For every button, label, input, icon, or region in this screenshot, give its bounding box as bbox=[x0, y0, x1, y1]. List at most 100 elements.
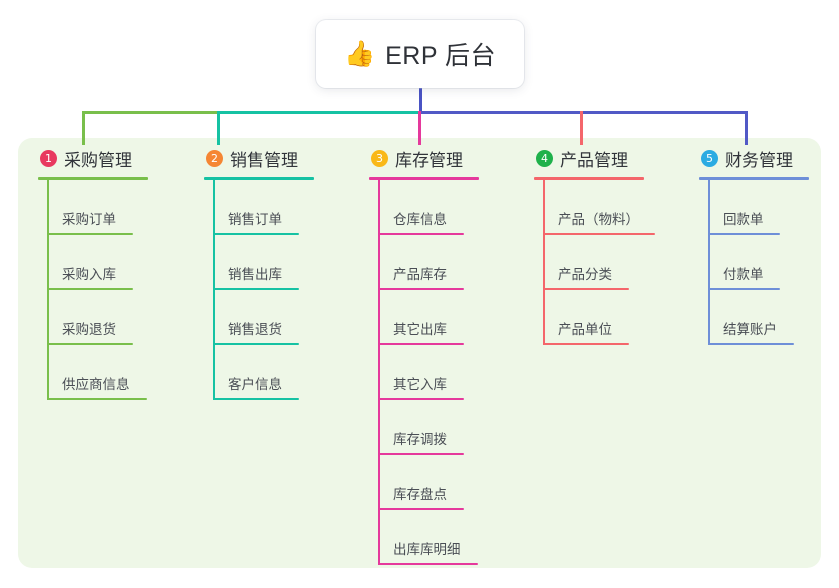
item-rule bbox=[47, 343, 133, 345]
list-item[interactable]: 销售订单 bbox=[204, 180, 314, 235]
thumbs-up-icon: 👍 bbox=[343, 39, 376, 68]
item-rule bbox=[47, 288, 133, 290]
item-stem-connector bbox=[47, 235, 49, 290]
item-rule bbox=[378, 288, 464, 290]
column-header[interactable]: 1 采购管理 bbox=[38, 145, 148, 171]
list-item-label: 产品库存 bbox=[393, 267, 447, 282]
list-item-label: 供应商信息 bbox=[62, 377, 130, 392]
list-item[interactable]: 采购退货 bbox=[38, 290, 148, 345]
list-item-label: 结算账户 bbox=[723, 322, 777, 337]
item-stem-connector bbox=[543, 235, 545, 290]
column-header-rule bbox=[369, 177, 479, 180]
bar-segment-blue bbox=[419, 111, 747, 114]
item-rule bbox=[543, 233, 655, 235]
list-item-label: 产品单位 bbox=[558, 322, 612, 337]
item-rule bbox=[213, 343, 299, 345]
column-number-badge: 3 bbox=[371, 149, 388, 167]
list-item[interactable]: 出库库明细 bbox=[369, 510, 479, 565]
drop-connector-4 bbox=[580, 111, 583, 145]
root-node-card[interactable]: 👍 ERP 后台 bbox=[316, 20, 524, 88]
item-stem-connector bbox=[378, 180, 380, 235]
item-rule bbox=[378, 453, 464, 455]
column-items: 采购订单采购入库采购退货供应商信息 bbox=[38, 180, 148, 400]
item-stem-connector bbox=[378, 455, 380, 510]
item-stem-connector bbox=[378, 235, 380, 290]
list-item[interactable]: 客户信息 bbox=[204, 345, 314, 400]
item-stem-connector bbox=[543, 290, 545, 345]
item-stem-connector bbox=[213, 345, 215, 400]
column-number-badge: 4 bbox=[536, 149, 553, 167]
root-node-title: ERP 后台 bbox=[385, 42, 497, 70]
item-rule bbox=[378, 343, 464, 345]
list-item-label: 回款单 bbox=[723, 212, 764, 227]
list-item[interactable]: 产品单位 bbox=[534, 290, 644, 345]
item-rule bbox=[378, 398, 464, 400]
item-rule bbox=[47, 233, 133, 235]
item-rule bbox=[378, 508, 464, 510]
column-header-rule bbox=[38, 177, 148, 180]
item-rule bbox=[378, 563, 478, 565]
list-item-label: 付款单 bbox=[723, 267, 764, 282]
drop-connector-2 bbox=[217, 111, 220, 145]
column-items: 仓库信息产品库存其它出库其它入库库存调拨库存盘点出库库明细 bbox=[369, 180, 479, 565]
list-item[interactable]: 其它入库 bbox=[369, 345, 479, 400]
column-header[interactable]: 3 库存管理 bbox=[369, 145, 479, 171]
item-stem-connector bbox=[213, 290, 215, 345]
column-header[interactable]: 2 销售管理 bbox=[204, 145, 314, 171]
column-采购管理: 1 采购管理采购订单采购入库采购退货供应商信息 bbox=[38, 145, 148, 400]
column-title: 销售管理 bbox=[230, 150, 298, 170]
list-item[interactable]: 采购订单 bbox=[38, 180, 148, 235]
column-number-badge: 1 bbox=[40, 149, 57, 167]
list-item[interactable]: 产品库存 bbox=[369, 235, 479, 290]
item-stem-connector bbox=[47, 290, 49, 345]
list-item-label: 销售出库 bbox=[228, 267, 282, 282]
column-库存管理: 3 库存管理仓库信息产品库存其它出库其它入库库存调拨库存盘点出库库明细 bbox=[369, 145, 479, 565]
column-number-badge: 5 bbox=[701, 149, 718, 167]
list-item[interactable]: 库存盘点 bbox=[369, 455, 479, 510]
list-item-label: 库存盘点 bbox=[393, 487, 447, 502]
column-财务管理: 5 财务管理回款单付款单结算账户 bbox=[699, 145, 809, 345]
list-item[interactable]: 销售出库 bbox=[204, 235, 314, 290]
list-item-label: 采购订单 bbox=[62, 212, 116, 227]
item-rule bbox=[708, 233, 780, 235]
list-item[interactable]: 供应商信息 bbox=[38, 345, 148, 400]
column-title: 产品管理 bbox=[560, 150, 628, 170]
item-rule bbox=[213, 288, 299, 290]
column-header[interactable]: 4 产品管理 bbox=[534, 145, 644, 171]
item-stem-connector bbox=[543, 180, 545, 235]
diagram-panel bbox=[18, 138, 821, 568]
column-header-rule bbox=[699, 177, 809, 180]
list-item[interactable]: 付款单 bbox=[699, 235, 809, 290]
list-item-label: 仓库信息 bbox=[393, 212, 447, 227]
list-item-label: 其它出库 bbox=[393, 322, 447, 337]
item-rule bbox=[708, 343, 794, 345]
column-items: 产品（物料） 产品分类产品单位 bbox=[534, 180, 655, 345]
item-rule bbox=[708, 288, 780, 290]
column-title: 财务管理 bbox=[725, 150, 793, 170]
list-item[interactable]: 仓库信息 bbox=[369, 180, 479, 235]
root-stem-connector bbox=[419, 88, 422, 113]
list-item[interactable]: 库存调拨 bbox=[369, 400, 479, 455]
item-stem-connector bbox=[378, 290, 380, 345]
list-item-label: 产品分类 bbox=[558, 267, 612, 282]
column-title: 库存管理 bbox=[395, 150, 463, 170]
list-item[interactable]: 采购入库 bbox=[38, 235, 148, 290]
column-销售管理: 2 销售管理销售订单销售出库销售退货客户信息 bbox=[204, 145, 314, 400]
list-item-label: 销售订单 bbox=[228, 212, 282, 227]
column-header[interactable]: 5 财务管理 bbox=[699, 145, 809, 171]
list-item-label: 其它入库 bbox=[393, 377, 447, 392]
item-stem-connector bbox=[47, 345, 49, 400]
list-item[interactable]: 其它出库 bbox=[369, 290, 479, 345]
list-item[interactable]: 产品分类 bbox=[534, 235, 644, 290]
column-title: 采购管理 bbox=[64, 150, 132, 170]
list-item-label: 销售退货 bbox=[228, 322, 282, 337]
item-stem-connector bbox=[378, 400, 380, 455]
list-item[interactable]: 产品（物料） bbox=[534, 180, 655, 235]
column-number-badge: 2 bbox=[206, 149, 223, 167]
list-item[interactable]: 结算账户 bbox=[699, 290, 809, 345]
item-stem-connector bbox=[708, 235, 710, 290]
list-item[interactable]: 销售退货 bbox=[204, 290, 314, 345]
list-item-label: 采购入库 bbox=[62, 267, 116, 282]
list-item-label: 库存调拨 bbox=[393, 432, 447, 447]
list-item[interactable]: 回款单 bbox=[699, 180, 809, 235]
